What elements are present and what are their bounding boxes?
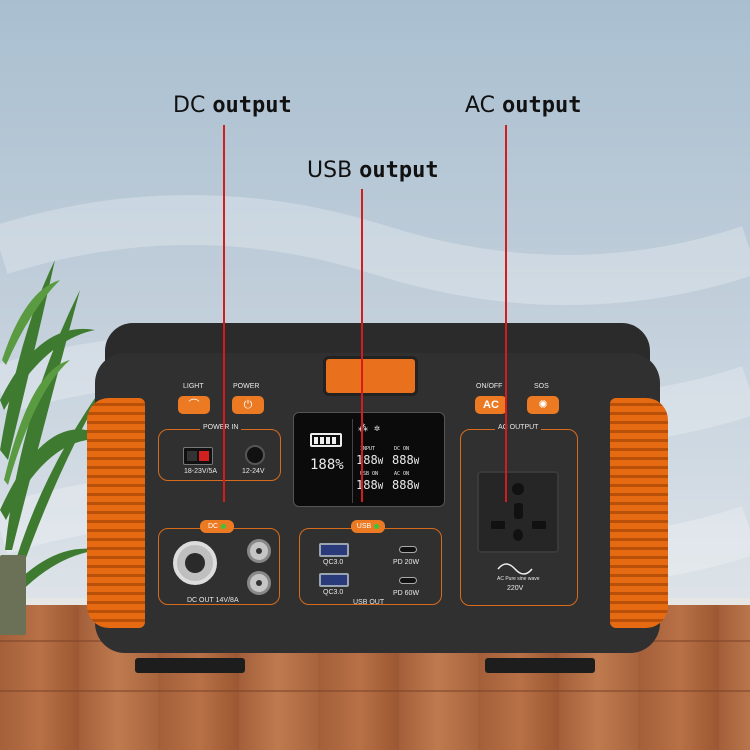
- dc-input-jack[interactable]: [245, 445, 265, 465]
- socket-hole: [491, 521, 505, 529]
- ac-value: 888W: [392, 478, 420, 492]
- dc-on-label: DC ON: [394, 446, 410, 452]
- usb-c-port[interactable]: [399, 546, 417, 553]
- usb-port-label: QC3.0: [323, 559, 344, 566]
- socket-hole: [512, 483, 524, 495]
- plant-pot: [0, 555, 26, 635]
- dc-5521-port[interactable]: [247, 571, 271, 595]
- ac-output-title: AC OUTPUT: [495, 424, 542, 431]
- power-in-title: POWER IN: [200, 424, 242, 431]
- ac-leader-line: [505, 125, 507, 502]
- sine-wave-icon: [497, 563, 533, 575]
- callout-emphasis: output: [212, 93, 292, 118]
- usb-output-callout: USB output: [307, 158, 439, 183]
- portable-power-station: LIGHT ⌒ POWER ⏻ ON/OFF AC SOS ✺ POWER IN…: [87, 323, 668, 673]
- dc-indicator: DC: [200, 520, 234, 533]
- ac-output-callout: AC output: [465, 93, 582, 118]
- anderson-port[interactable]: [183, 447, 213, 465]
- usb-port-label: PD 60W: [393, 590, 420, 597]
- car-socket-hole: [185, 553, 205, 573]
- usb-indicator-led: [374, 523, 380, 529]
- power-button[interactable]: ⏻: [232, 396, 264, 414]
- light-button-label: LIGHT: [183, 383, 204, 390]
- car-socket-port[interactable]: [173, 541, 217, 585]
- pure-sine-wave-label: AC Pure sine wave: [497, 576, 540, 582]
- light-button[interactable]: ⌒: [178, 396, 210, 414]
- dc-leader-line: [223, 125, 225, 502]
- callout-prefix: USB: [307, 158, 353, 183]
- usb-port-label: QC3.0: [323, 589, 344, 596]
- callout-emphasis: output: [359, 158, 439, 183]
- usb-a-port[interactable]: [319, 543, 349, 557]
- potted-plant: [0, 260, 115, 610]
- battery-percentage: 188%: [310, 457, 344, 473]
- socket-hole: [514, 503, 523, 519]
- dc-value: 888W: [392, 453, 420, 467]
- usb-a-port[interactable]: [319, 573, 349, 587]
- lamp-icon: ⌒: [188, 399, 200, 411]
- anderson-red-terminal: [199, 451, 209, 461]
- lcd-display: 188% ⁂ ✲ INPUT 188W DC ON 888W USB ON 18…: [293, 412, 445, 507]
- socket-hole: [513, 529, 523, 541]
- onoff-button-label: ON/OFF: [476, 383, 503, 390]
- usb-port-label: PD 20W: [393, 559, 420, 566]
- input-label: INPUT: [360, 446, 376, 452]
- usb-out-panel: [299, 528, 442, 605]
- callout-prefix: AC: [465, 93, 496, 118]
- dc-output-callout: DC output: [173, 93, 292, 118]
- dc-5521-port[interactable]: [247, 539, 271, 563]
- callout-emphasis: output: [502, 93, 582, 118]
- ac-voltage-label: 220V: [507, 585, 524, 592]
- bulb-icon: ✺: [538, 399, 548, 411]
- ac-on-label: AC ON: [394, 471, 410, 477]
- device-foot: [135, 658, 245, 673]
- usb-leader-line: [361, 189, 363, 502]
- usb-on-label: USB ON: [360, 471, 379, 477]
- fan-icon: ⁂ ✲: [358, 423, 381, 434]
- usb-c-port[interactable]: [399, 577, 417, 584]
- callout-prefix: DC: [173, 93, 206, 118]
- power-icon: ⏻: [243, 399, 253, 411]
- lcd-divider: [352, 419, 353, 503]
- anderson-black-terminal: [187, 451, 197, 461]
- power-button-label: POWER: [233, 383, 260, 390]
- anderson-port-label: 18-23V/5A: [184, 468, 218, 475]
- battery-bars: [314, 437, 338, 444]
- left-grip-fins: [87, 398, 145, 628]
- floor-seam: [0, 690, 750, 692]
- ac-button[interactable]: AC: [475, 396, 507, 414]
- dc-jack-label: 12-24V: [242, 468, 265, 475]
- socket-hole: [532, 521, 546, 529]
- right-grip-fins: [610, 398, 668, 628]
- universal-ac-socket[interactable]: [477, 471, 559, 553]
- battery-icon: [310, 433, 342, 447]
- usb-out-label: USB OUT: [353, 599, 385, 606]
- carry-handle[interactable]: [323, 356, 418, 396]
- dc-indicator-led: [221, 523, 227, 529]
- device-foot: [485, 658, 595, 673]
- sos-button[interactable]: ✺: [527, 396, 559, 414]
- usb-indicator: USB: [351, 520, 385, 533]
- sos-button-label: SOS: [534, 383, 549, 390]
- dc-out-label: DC OUT 14V/8A: [187, 597, 239, 604]
